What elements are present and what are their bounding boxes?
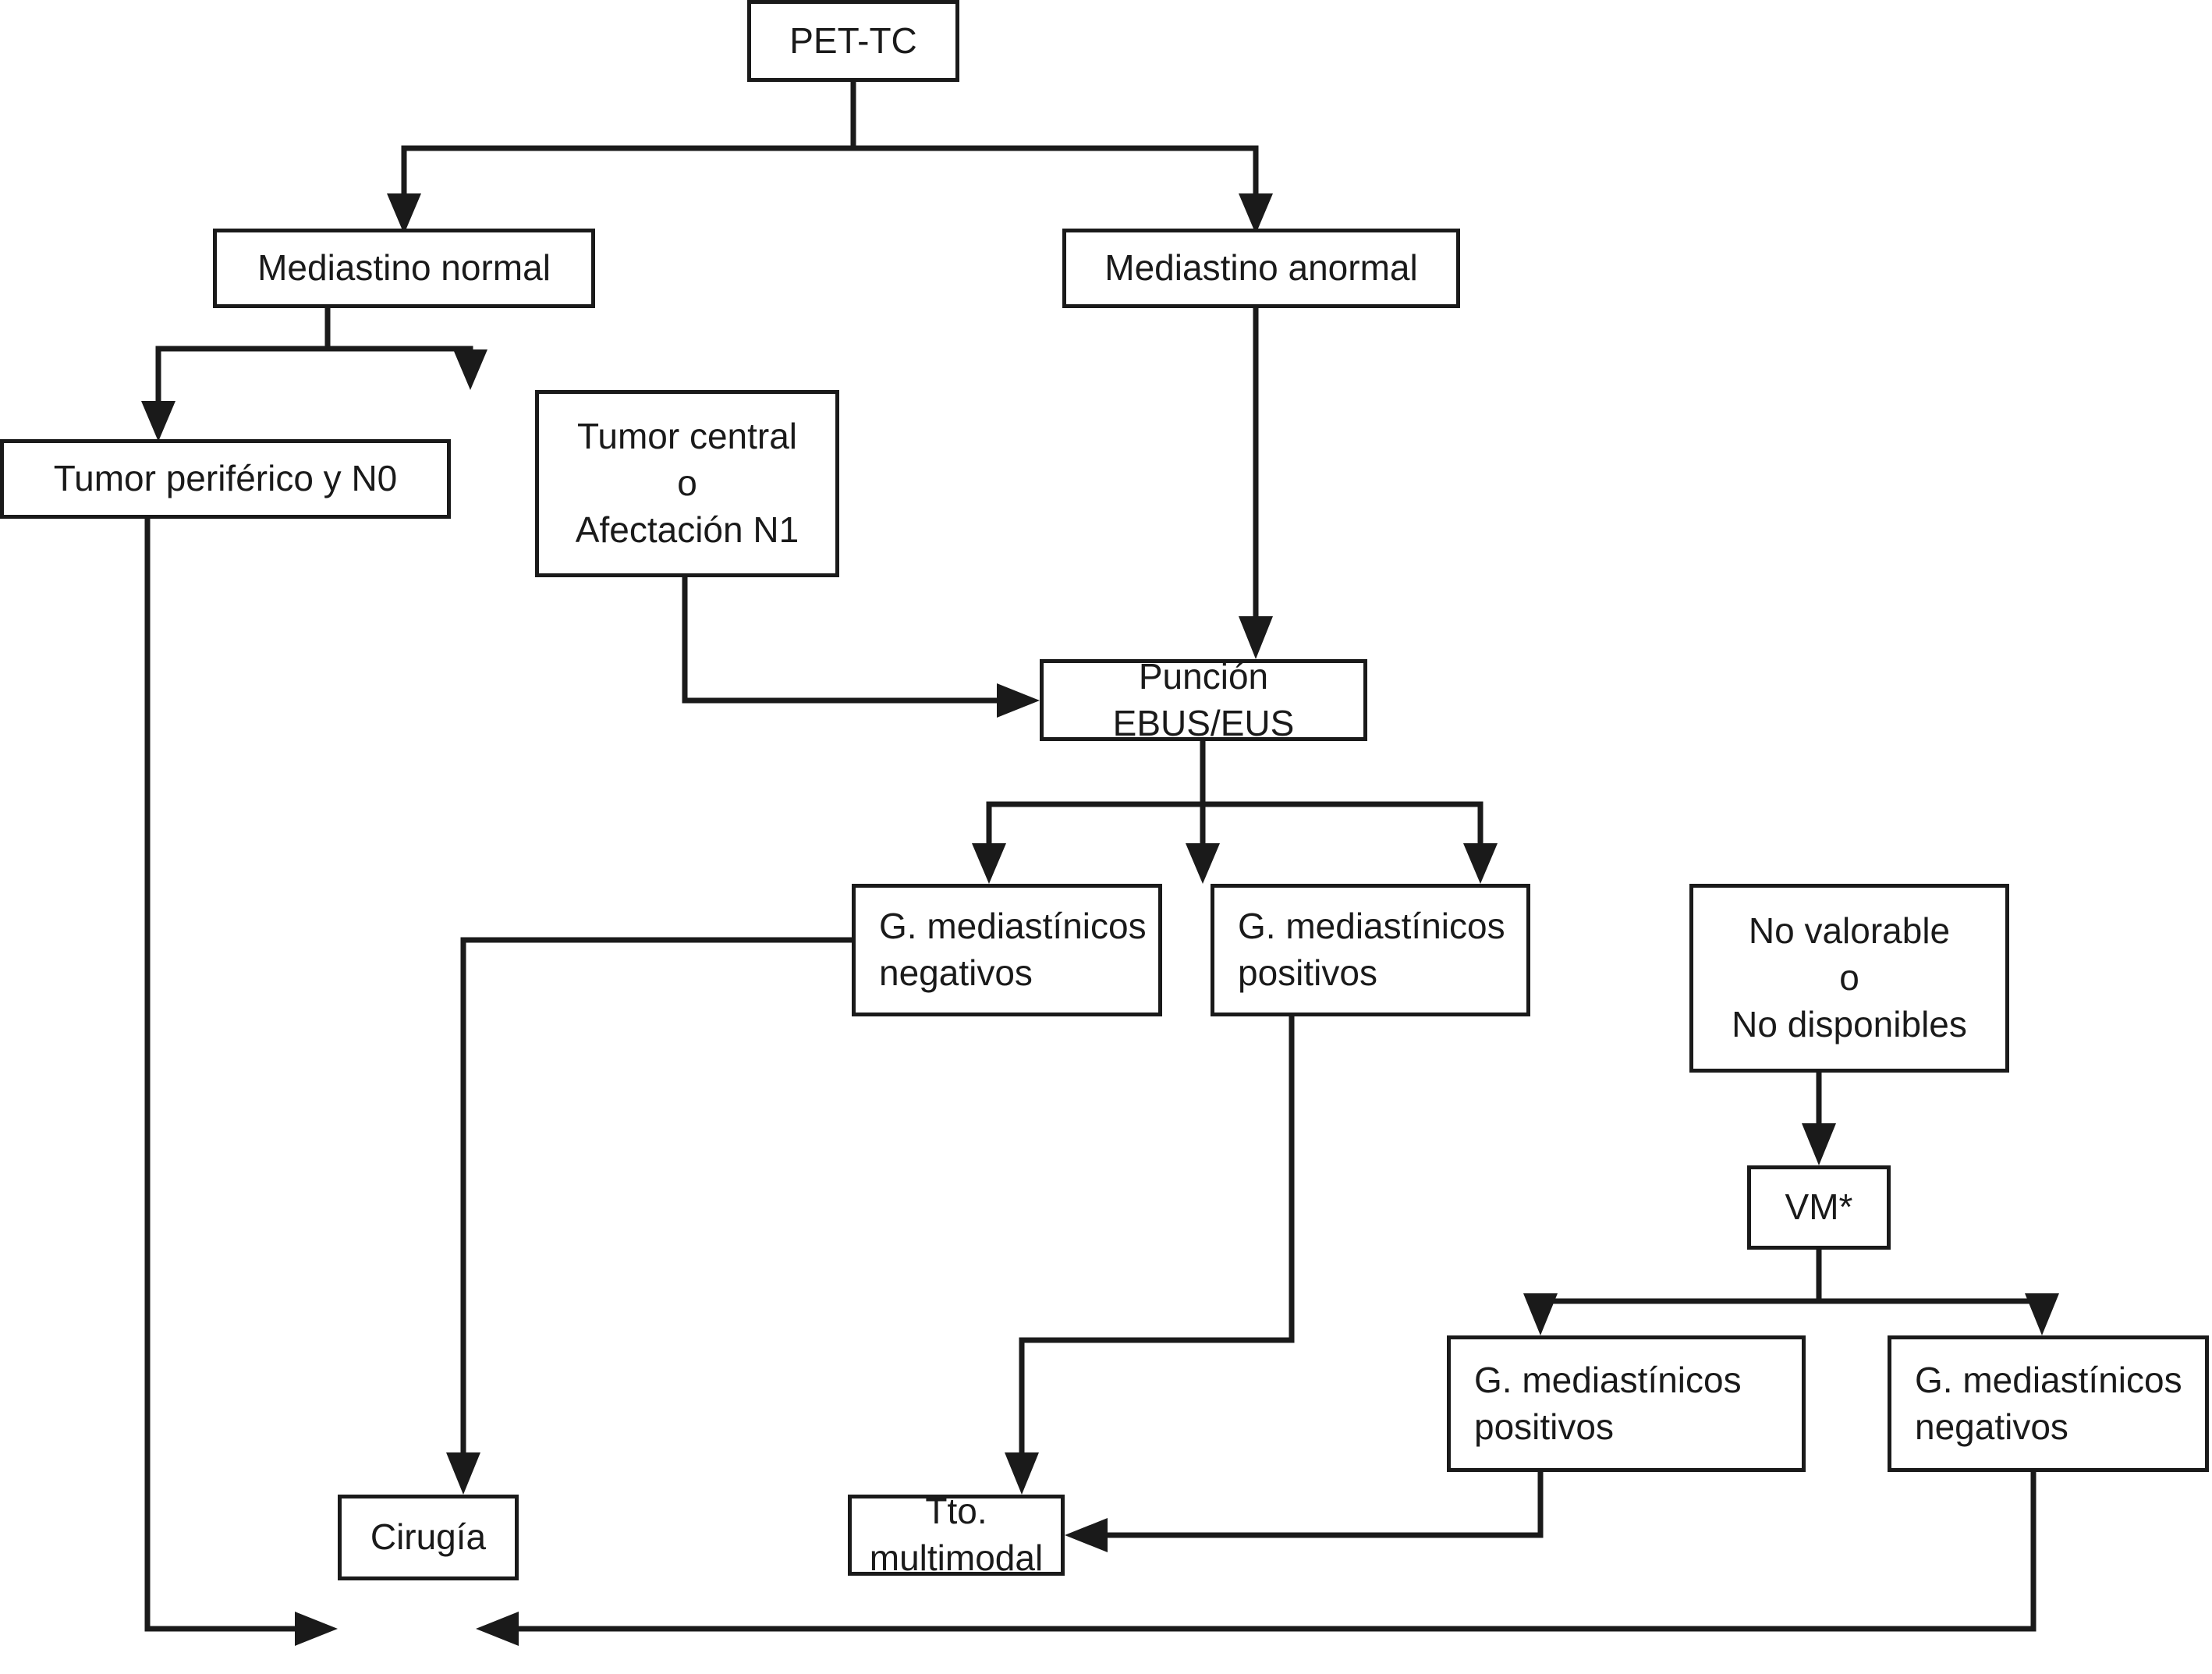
node-vm-ganglios-negativos-line1: G. mediastínicos	[1915, 1359, 2182, 1400]
arrowhead-cirugia-right	[476, 1612, 519, 1646]
node-cirugia-label: Cirugía	[370, 1516, 487, 1558]
node-mediastino-normal[interactable]: Mediastino normal	[213, 229, 595, 308]
node-pet-tc[interactable]: PET-TC	[747, 0, 959, 82]
edge-vm-bus-right	[1819, 1293, 2045, 1304]
node-tumor-central-line3: Afectación N1	[575, 509, 799, 550]
edge-vm-bus	[1537, 1250, 1822, 1304]
node-ganglios-negativos-line2: negativos	[879, 952, 1033, 993]
node-no-valorable-line1: No valorable	[1748, 910, 1951, 952]
node-pet-tc-label: PET-TC	[789, 20, 917, 61]
node-vm-label: VM*	[1785, 1186, 1853, 1228]
arrowhead-ganglios-positivos	[1186, 843, 1220, 884]
edge-mediastinonormal-bus	[155, 308, 331, 404]
node-vm[interactable]: VM*	[1747, 1165, 1891, 1250]
arrowhead-cirugia-left	[295, 1612, 338, 1646]
node-vm-ganglios-positivos[interactable]: G. mediastínicos positivos	[1447, 1335, 1806, 1472]
node-vm-ganglios-negativos-line2: negativos	[1915, 1406, 2068, 1447]
arrowhead-vm-negativos	[2025, 1293, 2059, 1335]
node-tumor-central-line1: Tumor central	[576, 416, 798, 457]
arrowhead-puncion-left	[997, 683, 1040, 718]
edge-gangliosneg-cirugia	[460, 937, 852, 1452]
edge-puncion-bus	[986, 741, 1206, 846]
arrowhead-tto-right	[1065, 1518, 1108, 1552]
node-ganglios-negativos-line1: G. mediastínicos	[879, 906, 1147, 947]
node-vm-ganglios-positivos-line2: positivos	[1474, 1406, 1614, 1447]
edge-mediastinonormal-bus-right	[328, 346, 473, 353]
node-ganglios-positivos-line2: positivos	[1238, 952, 1377, 993]
arrowhead-no-valorable	[1463, 843, 1498, 884]
node-puncion-ebus-eus[interactable]: Punción EBUS/EUS	[1040, 656, 1367, 743]
edge-tumorperiferico-cirugia	[144, 519, 295, 1632]
arrowhead-cirugia-top	[446, 1452, 480, 1495]
node-vm-ganglios-negativos[interactable]: G. mediastínicos negativos	[1888, 1335, 2209, 1472]
node-no-valorable[interactable]: No valorable o No disponibles	[1689, 884, 2009, 1073]
node-tumor-central-line2: o	[677, 463, 697, 504]
arrowhead-ganglios-negativos	[972, 843, 1006, 884]
node-mediastino-normal-label: Mediastino normal	[257, 247, 551, 289]
node-tumor-periferico[interactable]: Tumor periférico y N0	[0, 439, 451, 519]
arrowhead-tumor-central	[453, 349, 487, 390]
node-tumor-central[interactable]: Tumor central o Afectación N1	[535, 390, 839, 577]
node-mediastino-anormal-label: Mediastino anormal	[1104, 247, 1418, 289]
node-tto-multimodal-label: Tto. multimodal	[869, 1491, 1044, 1578]
node-ganglios-mediastinicos-positivos[interactable]: G. mediastínicos positivos	[1211, 884, 1530, 1016]
edge-pettc-bus-right	[853, 145, 1259, 197]
node-cirugia[interactable]: Cirugía	[338, 1495, 519, 1580]
arrowhead-vm	[1802, 1123, 1836, 1165]
edge-pettc-bus	[401, 82, 856, 197]
node-no-valorable-line3: No disponibles	[1732, 1003, 1967, 1044]
node-ganglios-positivos-line1: G. mediastínicos	[1238, 906, 1505, 947]
edge-vmpos-tto	[1108, 1472, 1544, 1538]
node-vm-ganglios-positivos-line1: G. mediastínicos	[1474, 1359, 1742, 1400]
node-no-valorable-line2: o	[1839, 957, 1859, 998]
node-puncion-label: Punción EBUS/EUS	[1112, 655, 1295, 743]
node-tto-multimodal[interactable]: Tto. multimodal	[848, 1491, 1065, 1578]
node-tumor-periferico-label: Tumor periférico y N0	[53, 458, 398, 499]
edge-gangliospos-tto	[1019, 954, 1295, 1452]
edge-vmneg-cirugia	[519, 1472, 2037, 1632]
arrowhead-tumor-periferico	[141, 401, 175, 442]
arrowhead-vm-positivos	[1523, 1293, 1558, 1335]
edge-puncion-bus-right	[1203, 801, 1484, 846]
node-ganglios-mediastinicos-negativos[interactable]: G. mediastínicos negativos	[852, 884, 1162, 1016]
node-mediastino-anormal[interactable]: Mediastino anormal	[1062, 229, 1460, 308]
edge-tumorcentral-puncion	[682, 577, 997, 704]
